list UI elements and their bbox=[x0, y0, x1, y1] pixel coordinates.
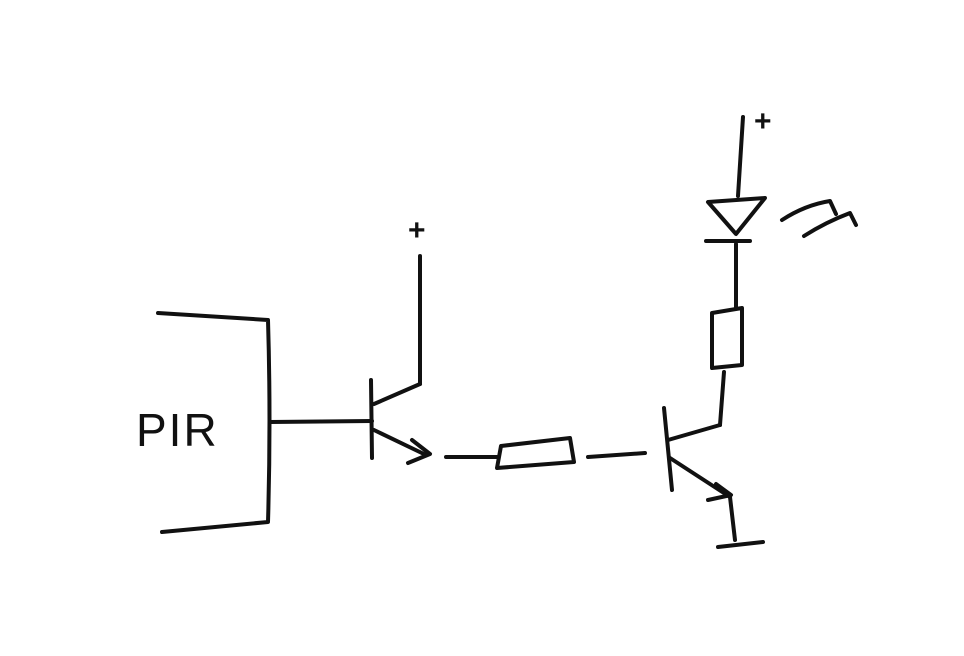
q2-collector bbox=[666, 423, 722, 442]
led bbox=[704, 196, 858, 243]
wire-pir-to-q1-base bbox=[268, 419, 374, 424]
led-triangle bbox=[706, 196, 767, 236]
q2-emitter bbox=[668, 456, 732, 499]
q1-base-bar bbox=[369, 378, 374, 460]
transistor-icon bbox=[369, 378, 432, 465]
wire-q2-collector-to-r2 bbox=[718, 370, 726, 427]
q1-emitter-arrow bbox=[406, 438, 432, 465]
resistor-icon bbox=[710, 306, 744, 370]
emission-arrow-1 bbox=[780, 199, 838, 222]
q2-emitter-arrow bbox=[706, 482, 733, 502]
q1-collector bbox=[372, 382, 422, 406]
resistor-icon bbox=[495, 436, 576, 470]
wire-r1-to-q2-base bbox=[586, 451, 647, 459]
q2-base-bar bbox=[662, 406, 674, 492]
wire-q2-emitter-to-ground bbox=[728, 495, 737, 542]
light-emission-icon bbox=[780, 199, 858, 238]
pir-label: PIR bbox=[136, 404, 219, 456]
r1-resistor bbox=[495, 436, 576, 470]
supply-plus-label-q1: + bbox=[408, 214, 426, 247]
emission-arrow-2 bbox=[802, 211, 858, 238]
transistor-icon bbox=[662, 406, 733, 502]
wire-led-to-supply bbox=[736, 115, 745, 198]
ground-icon bbox=[716, 540, 765, 549]
led-icon bbox=[704, 196, 767, 243]
q1-emitter bbox=[372, 428, 428, 457]
r2-resistor bbox=[710, 306, 744, 370]
pir-sensor-block: PIR bbox=[136, 311, 272, 534]
supply-plus-label-led: + bbox=[754, 105, 772, 138]
q1-transistor bbox=[369, 378, 432, 465]
q2-transistor bbox=[662, 406, 733, 502]
